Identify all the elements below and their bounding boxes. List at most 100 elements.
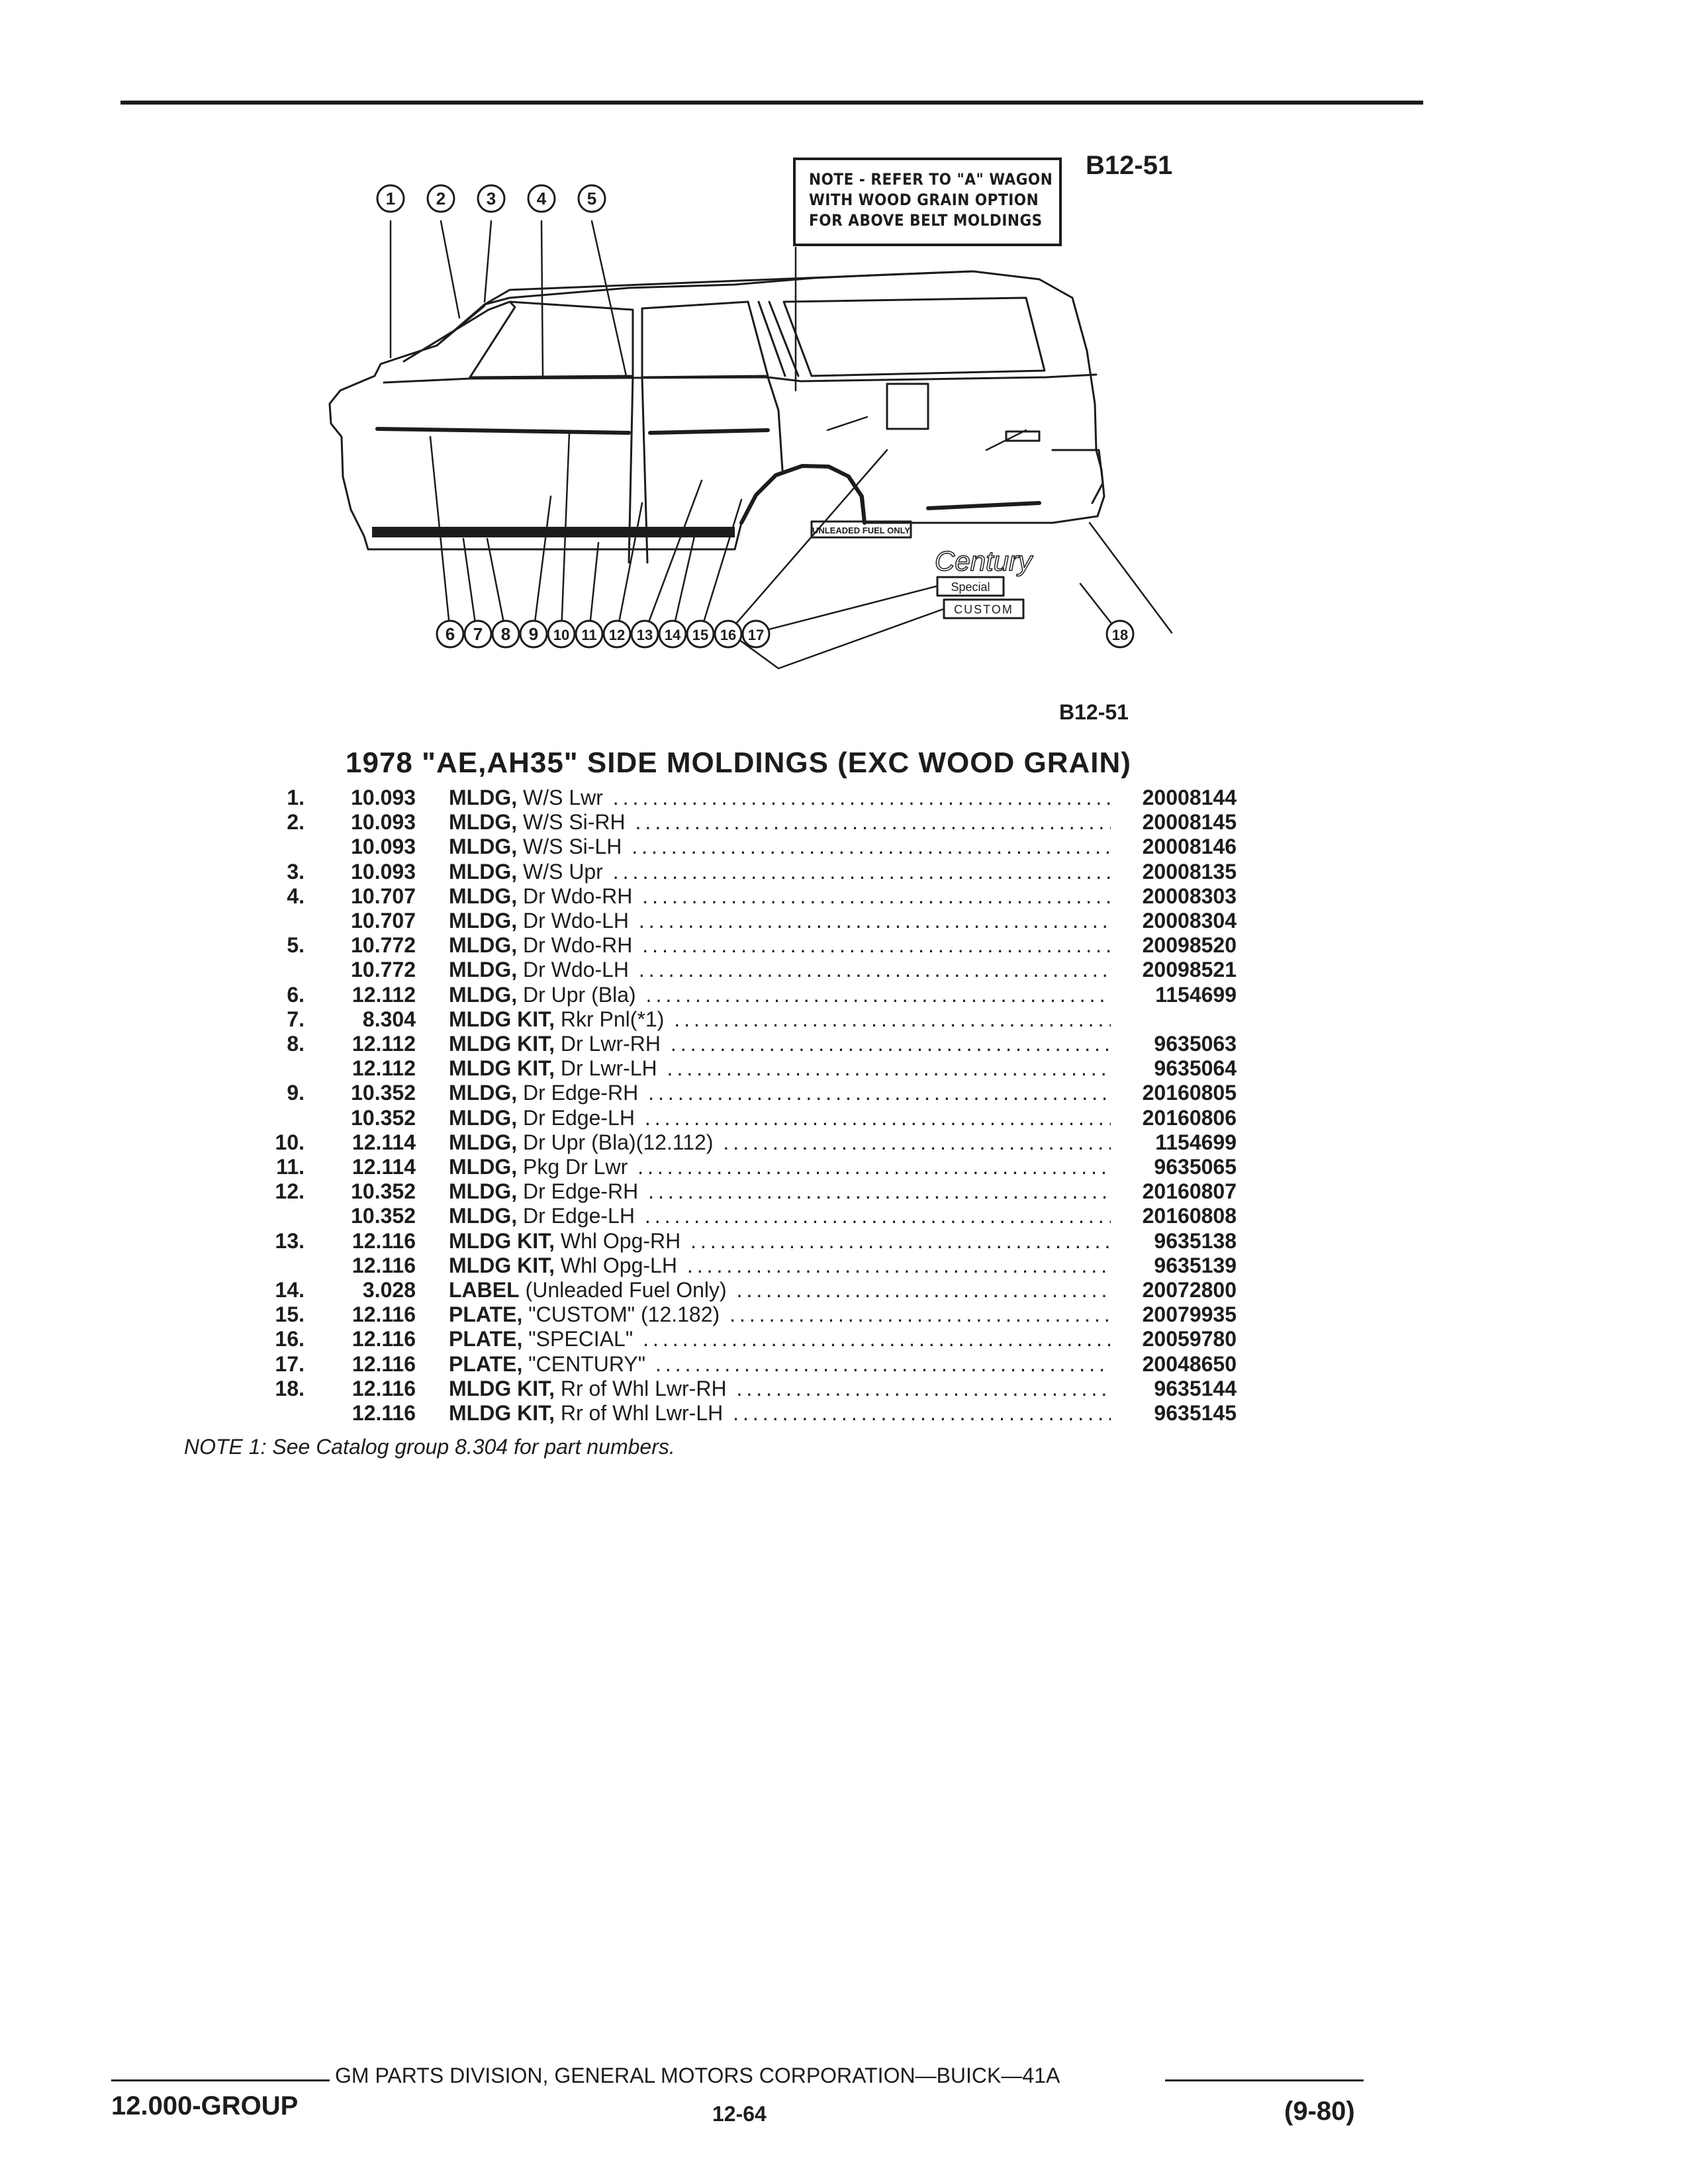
group-number: 10.707 (351, 909, 416, 933)
callout-number: 14 (665, 627, 681, 643)
part-detail: (Unleaded Fuel Only) (519, 1278, 727, 1302)
callout-number: 7 (473, 624, 483, 644)
part-number: 20008145 (1142, 810, 1237, 835)
group-number: 10.352 (351, 1081, 416, 1105)
special-plate (936, 576, 1005, 597)
leader-dots: ........................................… (736, 1376, 1111, 1400)
callout-circle (686, 619, 715, 649)
group-number: 12.116 (352, 1401, 416, 1425)
callout-13: 13 (630, 619, 659, 649)
part-type: MLDG, (449, 1155, 518, 1179)
part-description: MLDG, Dr Wdo-LH ........................… (449, 957, 1111, 982)
callout-number: 3 (487, 189, 496, 208)
part-description: MLDG, Dr Upr (Bla)(12.112) .............… (449, 1130, 1111, 1155)
callout-9: 9 (519, 619, 548, 649)
callout-circle (426, 184, 455, 213)
group-number: 10.093 (351, 835, 416, 859)
leader-dots: ........................................… (690, 1228, 1111, 1253)
part-detail: Dr Edge-LH (517, 1204, 635, 1228)
part-detail: Dr Edge-RH (517, 1179, 639, 1204)
group-number: 10.707 (351, 884, 416, 908)
callout-number: 16 (720, 627, 736, 643)
part-type: MLDG, (449, 982, 518, 1007)
part-number: 20072800 (1142, 1278, 1237, 1302)
group-number: 12.112 (352, 1056, 416, 1081)
part-description: MLDG, Dr Edge-LH .......................… (449, 1203, 1111, 1228)
footer-page-number: 12-64 (712, 2102, 767, 2126)
callout-number: 5 (587, 189, 596, 208)
leader-dots: ........................................… (643, 1327, 1111, 1351)
part-number: 20008303 (1142, 884, 1237, 908)
footer-date: (9-80) (1284, 2097, 1355, 2126)
part-type: MLDG, (449, 1081, 518, 1105)
callout-circle (602, 619, 632, 649)
group-number: 12.112 (352, 1032, 416, 1056)
item-number: 12. (275, 1179, 305, 1204)
part-description: LABEL (Unleaded Fuel Only) .............… (449, 1277, 1111, 1302)
leader-dots: ........................................… (632, 835, 1111, 859)
callout-2: 2 (426, 184, 455, 213)
century-emblem: Century (935, 545, 1034, 576)
special-emblem: Special (951, 580, 990, 594)
group-number: 12.116 (352, 1327, 416, 1351)
item-number: 13. (275, 1228, 305, 1253)
callout-number: 11 (581, 627, 596, 643)
part-description: MLDG KIT, Dr Lwr-LH ....................… (449, 1056, 1111, 1081)
part-number: 20008304 (1142, 909, 1237, 933)
part-type: MLDG, (449, 810, 518, 835)
part-type: MLDG, (449, 884, 518, 908)
part-type: MLDG, (449, 786, 518, 809)
part-number: 20160808 (1142, 1204, 1237, 1228)
callout-number: 10 (553, 627, 569, 643)
part-description: MLDG KIT, Dr Lwr-RH ....................… (449, 1031, 1111, 1056)
group-number: 12.112 (352, 982, 416, 1007)
callout-1: 1 (376, 184, 405, 213)
callout-circle (658, 619, 687, 649)
leader-dots: ........................................… (638, 958, 1111, 982)
part-number: 20160806 (1142, 1105, 1237, 1130)
callout-18: 18 (1105, 619, 1135, 649)
part-detail: W/S Upr (517, 859, 603, 884)
callout-14: 14 (658, 619, 687, 649)
leader-dots: ........................................… (612, 786, 1111, 809)
part-detail: Pkg Dr Lwr (517, 1155, 628, 1179)
figure-id-lower: B12-51 (1059, 700, 1129, 724)
part-number: 9635065 (1154, 1155, 1237, 1179)
callout-15: 15 (686, 619, 715, 649)
part-description: MLDG, W/S Si-RH ........................… (449, 809, 1111, 835)
leader-dots: ........................................… (644, 1105, 1111, 1130)
leader-dots: ........................................… (674, 1007, 1111, 1031)
part-description: MLDG KIT, Rr of Whl Lwr-RH .............… (449, 1376, 1111, 1401)
part-type: MLDG, (449, 1105, 518, 1130)
part-description: MLDG, Dr Wdo-RH ........................… (449, 933, 1111, 958)
part-detail: "CENTURY" (522, 1351, 646, 1376)
group-number: 3.028 (362, 1278, 416, 1302)
item-number: 9. (287, 1081, 305, 1105)
callout-7: 7 (463, 619, 492, 649)
part-detail: Dr Wdo-RH (517, 933, 633, 958)
part-description: MLDG KIT, Rkr Pnl(*1) ..................… (449, 1007, 1111, 1032)
part-number: 9635064 (1154, 1056, 1237, 1081)
callout-11: 11 (575, 619, 604, 649)
part-detail: W/S Lwr (517, 786, 603, 809)
callout-12: 12 (602, 619, 632, 649)
callout-6: 6 (436, 619, 465, 649)
note-line-3: FOR ABOVE BELT MOLDINGS (809, 211, 1043, 230)
callout-circle (491, 619, 520, 649)
callout-17: 17 (741, 619, 771, 649)
item-number: 11. (276, 1155, 305, 1179)
leader-dots: ........................................… (638, 909, 1111, 933)
part-type: MLDG KIT, (449, 1056, 555, 1081)
item-number: 15. (275, 1302, 305, 1327)
part-detail: Dr Lwr-LH (554, 1056, 657, 1081)
leader-dots: ........................................… (736, 1278, 1111, 1302)
group-number: 12.116 (352, 1302, 416, 1327)
callout-3: 3 (477, 184, 506, 213)
car-body (328, 270, 1105, 564)
part-type: LABEL (449, 1278, 520, 1302)
